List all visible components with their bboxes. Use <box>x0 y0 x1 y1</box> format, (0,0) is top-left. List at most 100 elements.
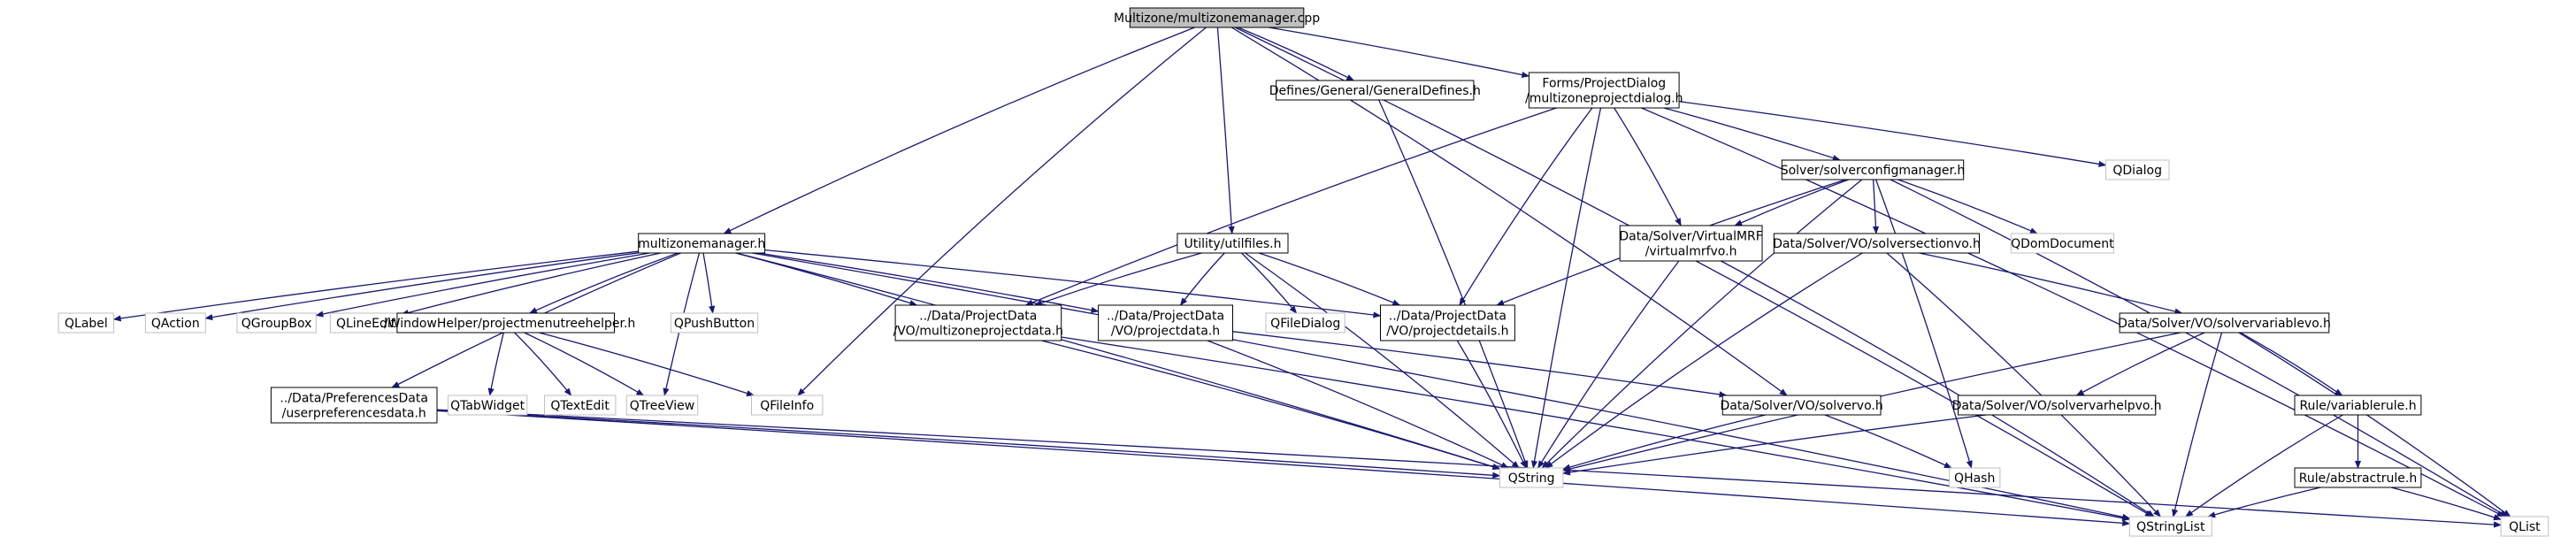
node-label: Solver/solverconfigmanager.h <box>1781 164 1966 178</box>
edge-variable-to-varrule <box>2240 332 2343 396</box>
node-utilfiles[interactable]: Utility/utilfiles.h <box>1177 233 1289 254</box>
edge-mzm-to-pdetails <box>764 249 1382 318</box>
node-qaction: QAction <box>144 312 206 334</box>
node-mzpd[interactable]: ../Data/ProjectData/VO/multizoneprojectd… <box>893 304 1063 341</box>
node-qhash: QHash <box>1949 467 2001 488</box>
node-label: ../Data/PreferencesData <box>280 392 428 406</box>
node-box <box>625 395 699 416</box>
edge-layer <box>112 27 2511 528</box>
node-pdetails[interactable]: ../Data/ProjectData/VO/projectdetails.h <box>1380 304 1515 341</box>
node-box <box>2010 233 2114 254</box>
edge-solvercfg-to-qhash <box>1874 179 1973 469</box>
node-label: QTabWidget <box>450 399 525 413</box>
node-section[interactable]: Data/Solver/VO/solversectionvo.h <box>1773 233 1981 254</box>
node-box <box>751 395 824 416</box>
node-box <box>1773 233 1981 254</box>
node-label: /virtualmrfvo.h <box>1645 245 1737 259</box>
node-absrule[interactable]: Rule/abstractrule.h <box>2294 467 2422 488</box>
node-pd[interactable]: ../Data/ProjectData/VO/projectdata.h <box>1098 304 1233 341</box>
node-mzm[interactable]: multizonemanager.h <box>638 233 766 254</box>
node-box <box>638 233 766 254</box>
edge-root-to-defines <box>1238 27 1355 81</box>
edge-solvercfg-to-qlist <box>1890 179 2508 518</box>
node-box <box>2294 395 2422 416</box>
node-box <box>1380 304 1515 341</box>
node-box <box>2128 516 2212 537</box>
edge-mzm-to-qpushbutton <box>702 252 716 314</box>
edge-absrule-to-qlist <box>2391 487 2502 521</box>
node-label: QPushButton <box>674 317 755 331</box>
edge-mzm-to-qlabel <box>112 250 639 322</box>
edge-solvervo-to-qhash <box>1824 414 1952 469</box>
node-box <box>2119 312 2330 334</box>
node-label: Defines/General/GeneralDefines.h <box>1269 84 1481 98</box>
node-upd[interactable]: ../Data/PreferencesData/userpreferencesd… <box>270 387 438 424</box>
node-label: QFileInfo <box>760 399 814 413</box>
edge-mzm-to-qstringlist <box>752 252 2131 520</box>
node-qfiledialog: QFileDialog <box>1265 312 1346 334</box>
edge-forms-to-solvercfg <box>1663 107 1841 161</box>
node-box <box>1781 159 1965 180</box>
edge-root-to-utilfiles <box>1216 27 1235 234</box>
node-root[interactable]: Multizone/multizonemanager.cpp <box>1114 7 1320 28</box>
node-qlist: QList <box>2500 516 2549 537</box>
node-label: ../Data/ProjectData <box>1107 310 1224 324</box>
edge-utilfiles-to-pdetails <box>1258 252 1401 306</box>
node-qlabel: QLabel <box>58 312 115 334</box>
node-label: multizonemanager.h <box>638 237 765 251</box>
edge-upd-to-qstring <box>436 410 1501 479</box>
edge-utilfiles-to-qfiledialog <box>1241 252 1298 314</box>
edge-varhelp-to-qstring <box>1562 414 1987 476</box>
node-label: QAction <box>151 317 200 331</box>
node-qstringlist: QStringList <box>2128 516 2212 537</box>
node-solvervo[interactable]: Data/Solver/VO/solvervo.h <box>1720 395 1883 416</box>
edge-pd-to-solvervo <box>1232 331 1728 398</box>
edge-varrule-to-qstringlist <box>2185 414 2343 518</box>
node-pmth[interactable]: ../WindowHelper/projectmenutreehelper.h <box>376 312 635 334</box>
edge-mzm-to-mzpd <box>735 252 918 306</box>
node-qdom: QDomDocument <box>2010 233 2114 254</box>
node-label: QTreeView <box>630 399 694 413</box>
node-box <box>544 395 617 416</box>
node-box <box>1958 395 2157 416</box>
node-variable[interactable]: Data/Solver/VO/solvervariablevo.h <box>2118 312 2331 334</box>
edge-forms-to-pdetails <box>1459 107 1593 306</box>
node-box <box>1499 467 1564 488</box>
node-qtextedit: QTextEdit <box>544 395 617 416</box>
node-label: /multizoneprojectdialog.h <box>1525 92 1683 106</box>
edge-mzm-to-qaction <box>204 252 639 321</box>
node-label: ../Data/ProjectData <box>919 310 1037 324</box>
node-box <box>1177 233 1289 254</box>
edge-pmth-to-qtabwidget <box>487 332 504 396</box>
edge-root-to-solvervo <box>1230 27 1788 396</box>
edge-virtualmrf-to-qstring <box>1537 260 1680 469</box>
node-box <box>144 312 206 334</box>
node-label: Utility/utilfiles.h <box>1184 237 1282 251</box>
edge-mzpd-to-qstring <box>1041 340 1501 471</box>
edge-virtualmrf-to-qstringlist <box>1721 260 2155 518</box>
node-solvercfg[interactable]: Solver/solverconfigmanager.h <box>1781 159 1966 180</box>
node-qstring: QString <box>1499 467 1564 488</box>
edge-mzm-to-pmth <box>528 252 678 314</box>
edge-variable-to-qstringlist <box>2172 332 2223 518</box>
node-label: Data/Solver/VirtualMRF <box>1619 230 1762 244</box>
node-varrule[interactable]: Rule/variablerule.h <box>2294 395 2422 416</box>
edge-mzm-to-pd <box>758 252 1100 314</box>
node-box <box>2500 516 2549 537</box>
edge-forms-to-qstring <box>1531 107 1602 469</box>
node-box <box>270 387 438 424</box>
edge-utilfiles-to-qstring <box>1245 252 1520 469</box>
node-defines[interactable]: Defines/General/GeneralDefines.h <box>1269 80 1481 101</box>
node-virtualmrf[interactable]: Data/Solver/VirtualMRF/virtualmrfvo.h <box>1619 225 1763 262</box>
node-label: QList <box>2509 520 2541 534</box>
node-label: Multizone/multizonemanager.cpp <box>1114 12 1320 26</box>
edge-section-to-qstringlist <box>1886 252 2161 518</box>
node-varhelp[interactable]: Data/Solver/VO/solvervarhelpvo.h <box>1952 395 2162 416</box>
node-box <box>670 312 759 334</box>
node-box <box>236 312 317 334</box>
node-forms[interactable]: Forms/ProjectDialog/multizoneprojectdial… <box>1525 72 1683 109</box>
node-box <box>2105 159 2170 180</box>
node-box <box>448 395 528 416</box>
node-label: Forms/ProjectDialog <box>1542 77 1666 91</box>
node-box <box>1949 467 2001 488</box>
